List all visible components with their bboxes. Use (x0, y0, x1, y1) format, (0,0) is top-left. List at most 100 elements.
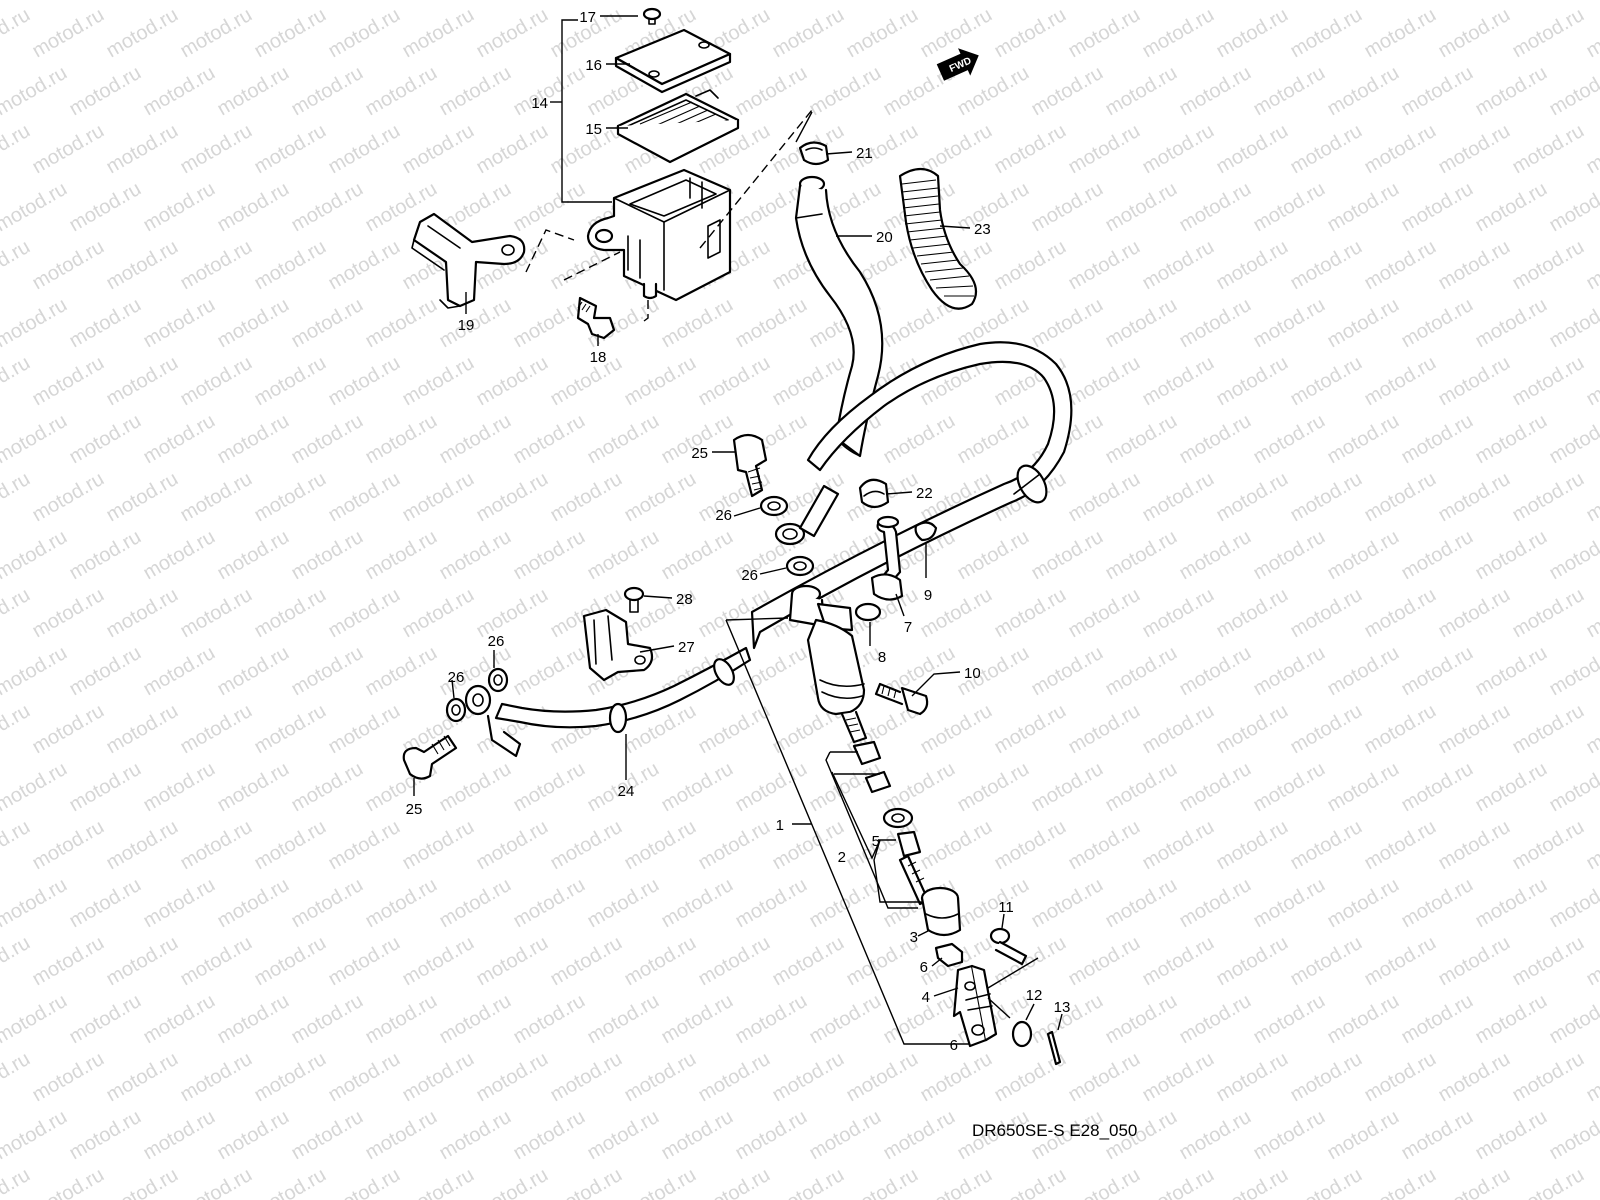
callout-10: 10 (964, 665, 981, 682)
watermark-text: motod.ru (29, 236, 108, 295)
watermark-text: motod.ru (880, 758, 959, 817)
watermark-text: motod.ru (991, 816, 1070, 875)
watermark-text: motod.ru (1250, 990, 1329, 1049)
watermark-text: motod.ru (510, 874, 589, 933)
watermark-text: motod.ru (806, 62, 885, 121)
watermark-text: motod.ru (325, 816, 404, 875)
watermark-text: motod.ru (1250, 294, 1329, 353)
watermark-text: motod.ru (177, 236, 256, 295)
watermark-text: motod.ru (177, 816, 256, 875)
watermark-text: motod.ru (214, 874, 293, 933)
part-27-hose-guide (582, 608, 654, 682)
watermark-text: motod.ru (1361, 120, 1440, 179)
watermark-text: motod.ru (1583, 700, 1600, 759)
watermark-text: motod.ru (1472, 62, 1551, 121)
watermark-text: motod.ru (584, 990, 663, 1049)
watermark-text: motod.ru (214, 410, 293, 469)
banjo-fitting-lower (464, 684, 492, 716)
watermark-text: motod.ru (103, 584, 182, 643)
watermark-text: motod.ru (288, 758, 367, 817)
watermark-text: motod.ru (0, 4, 34, 63)
part-4-clevis (952, 964, 998, 1048)
watermark-text: motod.ru (1176, 1106, 1255, 1165)
part-22-clamp (858, 478, 890, 509)
watermark-text: motod.ru (103, 1048, 182, 1107)
watermark-text: motod.ru (1509, 816, 1588, 875)
watermark-text: motod.ru (1509, 352, 1588, 411)
watermark-text: motod.ru (399, 468, 478, 527)
watermark-text: motod.ru (1324, 990, 1403, 1049)
watermark-text: motod.ru (1250, 410, 1329, 469)
watermark-text: motod.ru (1472, 526, 1551, 585)
watermark-text: motod.ru (1102, 178, 1181, 237)
callout-9: 9 (924, 587, 932, 604)
watermark-text: motod.ru (0, 990, 71, 1049)
watermark-text: motod.ru (1546, 1106, 1600, 1165)
watermark-text: motod.ru (1139, 236, 1218, 295)
watermark-text: motod.ru (1139, 700, 1218, 759)
watermark-text: motod.ru (1102, 62, 1181, 121)
watermark-text: motod.ru (399, 1048, 478, 1107)
watermark-text: motod.ru (621, 1164, 700, 1200)
watermark-text: motod.ru (103, 236, 182, 295)
watermark-text: motod.ru (1435, 352, 1514, 411)
watermark-text: motod.ru (325, 700, 404, 759)
watermark-text: motod.ru (0, 120, 34, 179)
watermark-text: motod.ru (695, 1048, 774, 1107)
watermark-text: motod.ru (1250, 0, 1329, 4)
watermark-text: motod.ru (1139, 1048, 1218, 1107)
watermark-text: motod.ru (1509, 236, 1588, 295)
watermark-text: motod.ru (510, 410, 589, 469)
watermark-text: motod.ru (399, 352, 478, 411)
watermark-text: motod.ru (1139, 932, 1218, 991)
watermark-text: motod.ru (140, 294, 219, 353)
watermark-text: motod.ru (917, 4, 996, 63)
watermark-text: motod.ru (769, 932, 848, 991)
watermark-text: motod.ru (103, 1164, 182, 1200)
watermark-text: motod.ru (140, 874, 219, 933)
watermark-text: motod.ru (1509, 1048, 1588, 1107)
watermark-text: motod.ru (621, 932, 700, 991)
watermark-text: motod.ru (1028, 526, 1107, 585)
watermark-text: motod.ru (0, 1048, 34, 1107)
watermark-text: motod.ru (547, 468, 626, 527)
watermark-text: motod.ru (917, 1164, 996, 1200)
watermark-text: motod.ru (1213, 932, 1292, 991)
watermark-text: motod.ru (843, 4, 922, 63)
watermark-text: motod.ru (917, 1048, 996, 1107)
watermark-text: motod.ru (1028, 874, 1107, 933)
watermark-text: motod.ru (1435, 584, 1514, 643)
watermark-text: motod.ru (325, 1164, 404, 1200)
watermark-text: motod.ru (436, 294, 515, 353)
watermark-text: motod.ru (621, 468, 700, 527)
watermark-text: motod.ru (658, 758, 737, 817)
watermark-text: motod.ru (399, 4, 478, 63)
watermark-text: motod.ru (510, 758, 589, 817)
watermark-text: motod.ru (1583, 352, 1600, 411)
watermark-text: motod.ru (1435, 1164, 1514, 1200)
watermark-text: motod.ru (103, 120, 182, 179)
part-26-washer-lower-hole (493, 674, 503, 686)
watermark-text: motod.ru (66, 1106, 145, 1165)
watermark-text: motod.ru (66, 294, 145, 353)
part-20-reservoir-hose (794, 175, 884, 458)
callout-3: 3 (910, 929, 918, 946)
watermark-text: motod.ru (1472, 642, 1551, 701)
watermark-text: motod.ru (1176, 642, 1255, 701)
watermark-text: motod.ru (362, 1106, 441, 1165)
watermark-text: motod.ru (1176, 62, 1255, 121)
part-26-washer-lower (445, 697, 467, 723)
watermark-text: motod.ru (1546, 178, 1600, 237)
watermark-text: motod.ru (473, 1164, 552, 1200)
watermark-text: motod.ru (103, 816, 182, 875)
watermark-text: motod.ru (1324, 874, 1403, 933)
watermark-text: motod.ru (769, 1048, 848, 1107)
watermark-text: motod.ru (1250, 758, 1329, 817)
watermark-text: motod.ru (214, 642, 293, 701)
watermark-text: motod.ru (66, 526, 145, 585)
watermark-text: motod.ru (1176, 526, 1255, 585)
watermark-text: motod.ru (621, 816, 700, 875)
watermark-text: motod.ru (473, 816, 552, 875)
watermark-text: motod.ru (1250, 1106, 1329, 1165)
watermark-text: motod.ru (547, 816, 626, 875)
